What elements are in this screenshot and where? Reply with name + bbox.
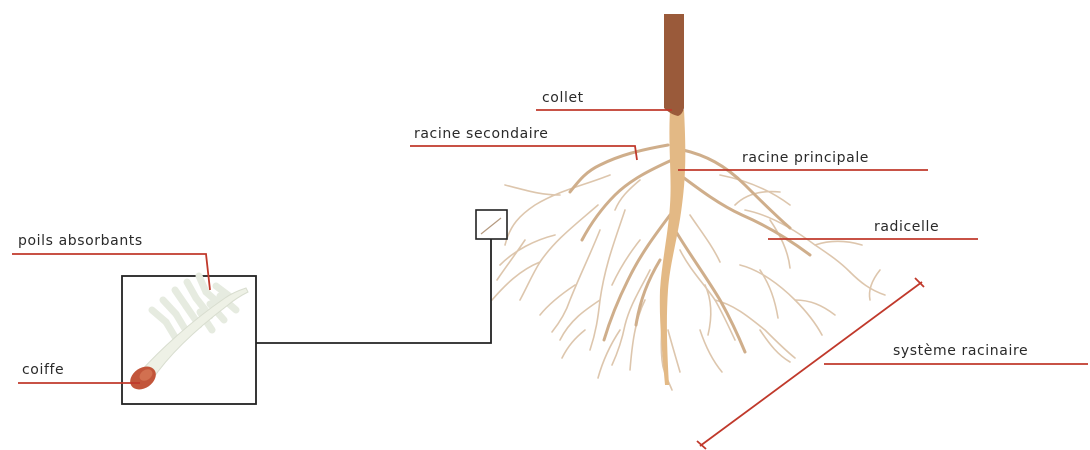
label-collet: collet xyxy=(542,90,584,106)
label-radicelle: radicelle xyxy=(874,219,939,235)
label-coiffe: coiffe xyxy=(22,362,64,378)
label-racine-principale: racine principale xyxy=(742,150,869,166)
leader-racine-secondaire xyxy=(410,146,637,160)
zoom-marker xyxy=(476,210,507,239)
label-systeme-racinaire: système racinaire xyxy=(893,343,1028,359)
zoom-connector xyxy=(256,239,491,343)
label-racine-secondaire: racine secondaire xyxy=(414,126,549,142)
stem xyxy=(664,14,684,116)
label-poils-absorbants: poils absorbants xyxy=(18,233,143,249)
fine-roots xyxy=(492,175,885,390)
